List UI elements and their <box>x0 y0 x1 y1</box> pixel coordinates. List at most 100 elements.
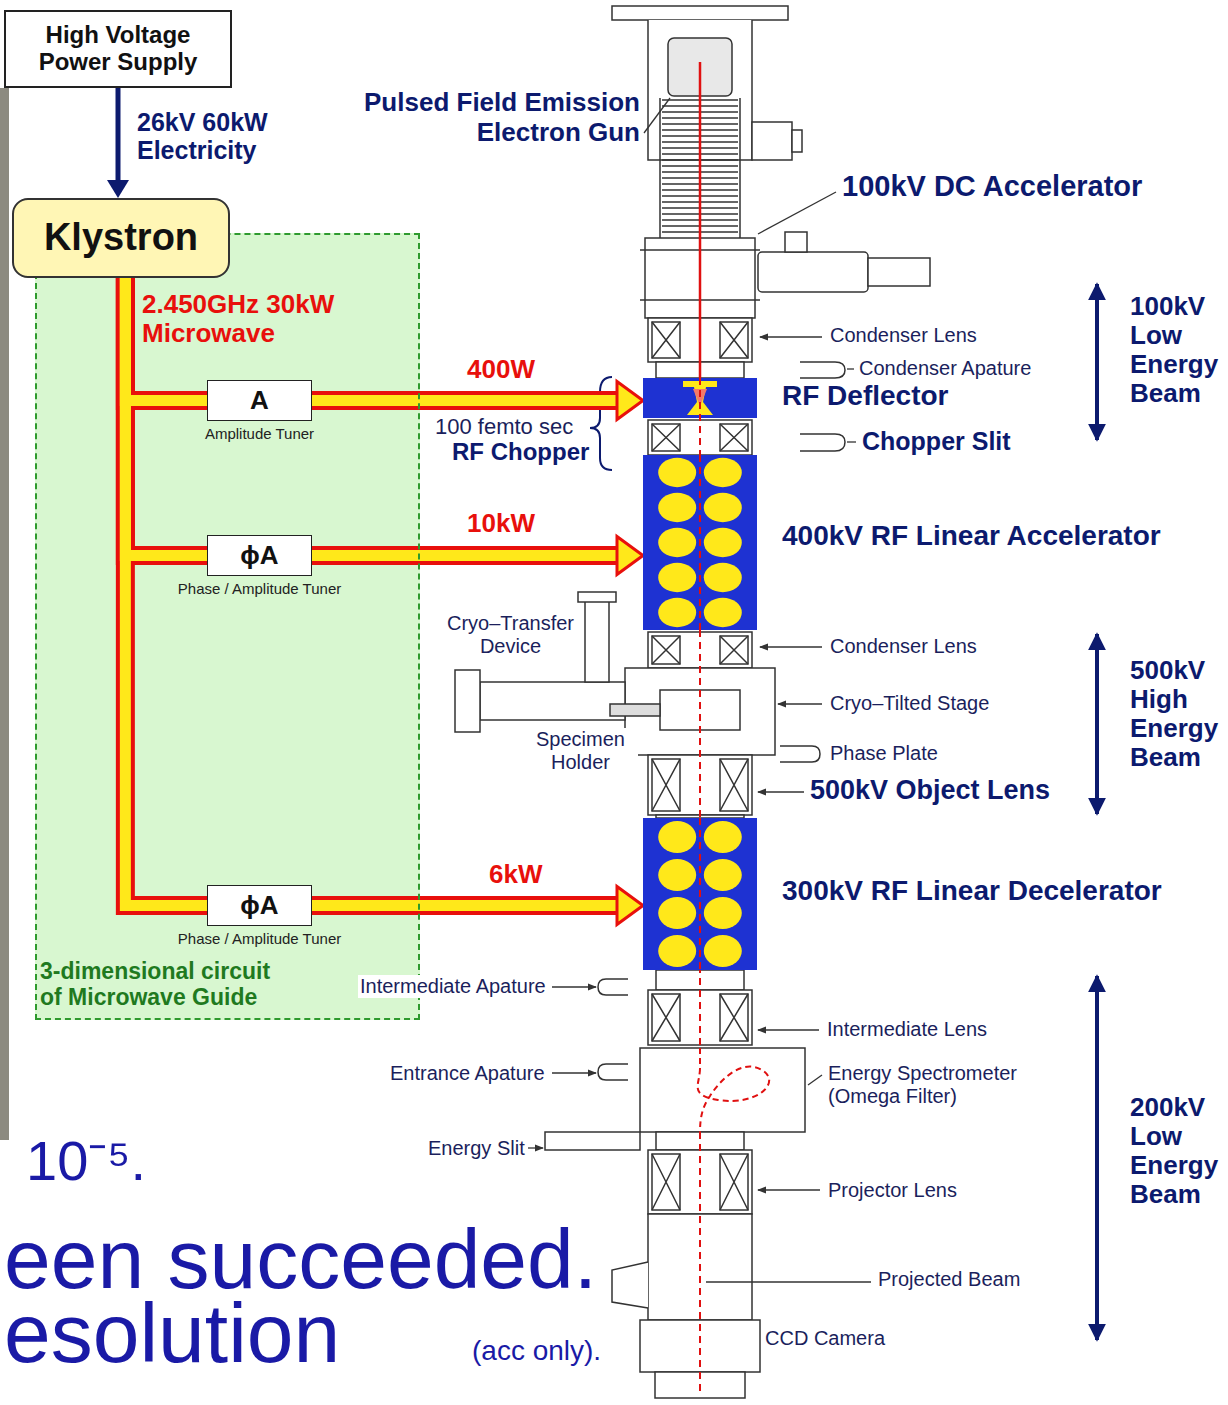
part-label: Phase Plate <box>828 742 940 765</box>
leader-line <box>758 1029 819 1030</box>
cavity-cell <box>704 563 742 592</box>
lens-coil <box>720 759 748 811</box>
part-label: RF Chopper <box>450 438 591 466</box>
beam-energy-label: 500kV High Energy Beam <box>1128 656 1228 772</box>
lens-coil <box>720 636 748 664</box>
photo-edge <box>0 88 9 1140</box>
specimen-holder <box>610 704 660 716</box>
rf-structure <box>643 818 757 970</box>
part-label: 100kV DC Accelerator <box>840 170 1144 203</box>
section-title: 400kV RF Linear Accelerator <box>780 521 1163 552</box>
cryo-transfer <box>480 682 625 720</box>
section-title: 300kV RF Linear Decelerator <box>780 876 1164 907</box>
edge-label: 10kW <box>465 509 537 538</box>
energy-range-arrow <box>1095 634 1099 814</box>
cryo-transfer <box>455 670 480 732</box>
cavity-cell <box>704 859 742 891</box>
klystron-box: Klystron <box>12 198 230 278</box>
lens-coil <box>720 322 748 358</box>
part-label: Chopper Slit <box>860 427 1013 456</box>
lens-coil <box>720 424 748 451</box>
energy-spectrometer <box>640 1048 805 1132</box>
omega-beam-path <box>698 1048 770 1132</box>
part-label: Projected Beam <box>876 1268 1022 1291</box>
leader-line <box>808 1075 822 1085</box>
energy-slit <box>545 1132 640 1150</box>
energy-range-arrow <box>1095 976 1099 1340</box>
slide-text: esolution <box>2 1291 342 1375</box>
rf-cavity: 400kV RF Linear Accelerator <box>643 455 757 630</box>
lens-coil <box>652 994 680 1041</box>
rf-deflector: RF Deflector <box>643 378 757 418</box>
lens-coil <box>720 1154 748 1210</box>
leader-line <box>758 1189 820 1190</box>
leader-line <box>758 791 804 792</box>
electron-beam <box>699 1132 701 1396</box>
box-title: Klystron <box>44 217 198 259</box>
waveguide-outline <box>312 546 621 565</box>
vacuum-pump <box>758 252 868 292</box>
part-label: Condenser Lens <box>828 324 979 347</box>
cavity-cell <box>658 897 696 929</box>
microwave-guide <box>312 550 621 561</box>
edge-label: 400W <box>465 355 537 384</box>
part-label: Projector Lens <box>826 1179 959 1202</box>
leader-line <box>758 192 836 234</box>
lens-coil <box>652 322 680 358</box>
tuner-box: ϕAPhase / Amplitude Tuner <box>207 535 312 576</box>
gun-port <box>792 130 802 152</box>
cavity-cell <box>704 493 742 522</box>
leader-line <box>760 646 822 647</box>
slit-symbol <box>800 434 845 451</box>
lens-coil <box>720 322 748 358</box>
lens-coil <box>720 636 748 664</box>
phase-plate-symbol <box>780 746 820 762</box>
cavity-cell <box>704 935 742 967</box>
electron-beam <box>699 62 702 378</box>
lens-coil <box>720 424 748 451</box>
tuner-caption: Phase / Amplitude Tuner <box>178 931 341 948</box>
lens-coil <box>652 1154 680 1210</box>
energy-range-arrow <box>1095 284 1099 1340</box>
tuner-box: AAmplitude Tuner <box>207 380 312 421</box>
waveguide-outline <box>312 896 621 915</box>
tuner-box: ϕAPhase / Amplitude Tuner <box>207 885 312 926</box>
leader-line <box>760 336 822 337</box>
cavity-cell <box>658 563 696 592</box>
leader-line <box>552 1072 596 1073</box>
lens-block <box>648 632 752 668</box>
beam-energy-label: 200kV Low Energy Beam <box>1128 1093 1228 1209</box>
arrowhead <box>617 537 643 575</box>
cryo-transfer <box>585 600 609 682</box>
tuner-caption: Phase / Amplitude Tuner <box>178 581 341 598</box>
gun-flange <box>612 6 788 20</box>
microwave-guide <box>312 900 621 911</box>
viewing-port <box>612 1262 648 1308</box>
tuner-symbol: ϕA <box>240 891 278 920</box>
lens-coil <box>652 424 680 451</box>
lens-coil <box>652 636 680 664</box>
box-title: High Voltage Power Supply <box>14 22 222 76</box>
part-label: Entrance Apature <box>388 1062 547 1085</box>
part-label: Specimen Holder <box>523 728 638 774</box>
section-title: RF Deflector <box>780 381 950 412</box>
lens-coil <box>720 759 748 811</box>
cavity-cell <box>658 821 696 853</box>
lens-coil <box>720 1154 748 1210</box>
part-label: Intermediate Apature <box>358 975 548 998</box>
cavity-cell <box>658 528 696 557</box>
lens-coil <box>720 994 748 1041</box>
leader-line <box>644 98 670 133</box>
lens-block <box>648 420 752 455</box>
deflector-electrode <box>683 381 717 415</box>
slide-text: 10⁻⁵. <box>24 1133 148 1189</box>
cavity-cell <box>658 859 696 891</box>
part-label: Condenser Lens <box>828 635 979 658</box>
aperture-symbol <box>598 1064 628 1080</box>
leader-line <box>528 1147 543 1148</box>
edge-label: 26kV 60kW Electricity <box>135 108 289 164</box>
part-label: Energy Spectrometer (Omega Filter) <box>826 1062 1041 1108</box>
arrowhead-group <box>107 180 643 925</box>
energy-range-arrow <box>1095 284 1099 440</box>
gun-port <box>752 122 792 160</box>
